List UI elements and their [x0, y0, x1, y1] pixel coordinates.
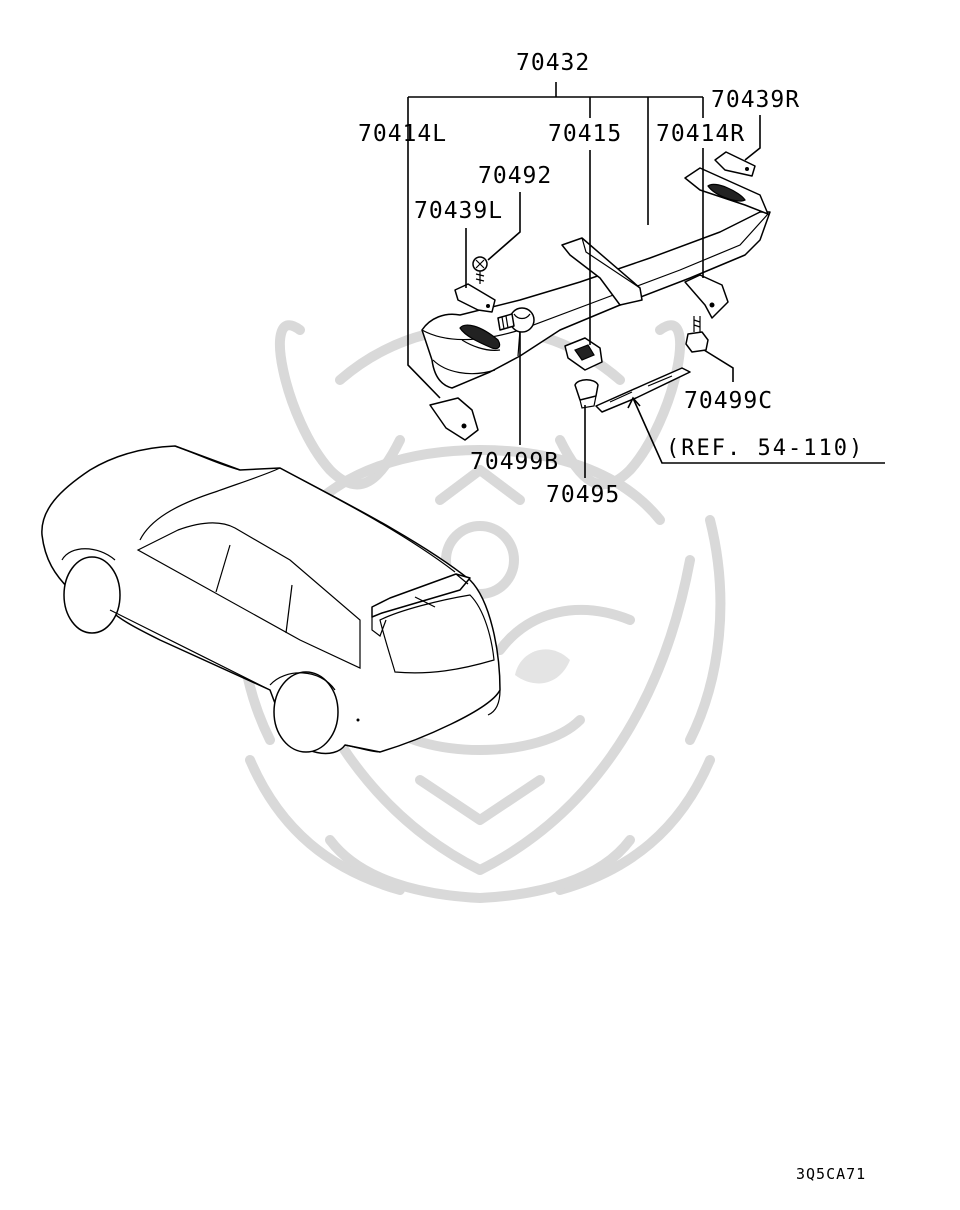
label-70495: 70495 — [546, 482, 620, 508]
label-70499B: 70499B — [470, 449, 559, 475]
label-ref-54-110: (REF. 54-110) — [666, 436, 864, 461]
label-70499C: 70499C — [684, 388, 773, 414]
label-70415: 70415 — [548, 121, 622, 147]
label-70414R: 70414R — [656, 121, 745, 147]
label-70439R: 70439R — [711, 87, 800, 113]
label-70439L: 70439L — [414, 198, 503, 224]
spoiler-assembly — [421, 151, 771, 441]
leader-lines — [407, 82, 885, 478]
label-70492: 70492 — [478, 163, 552, 189]
diagram-code: 3Q5CA71 — [796, 1165, 866, 1183]
part-labels: 70432 70439R 70414L 70415 70414R 70492 7… — [358, 50, 866, 1183]
vehicle-overview — [41, 445, 501, 755]
label-70414L: 70414L — [358, 121, 447, 147]
label-70432: 70432 — [516, 50, 590, 76]
